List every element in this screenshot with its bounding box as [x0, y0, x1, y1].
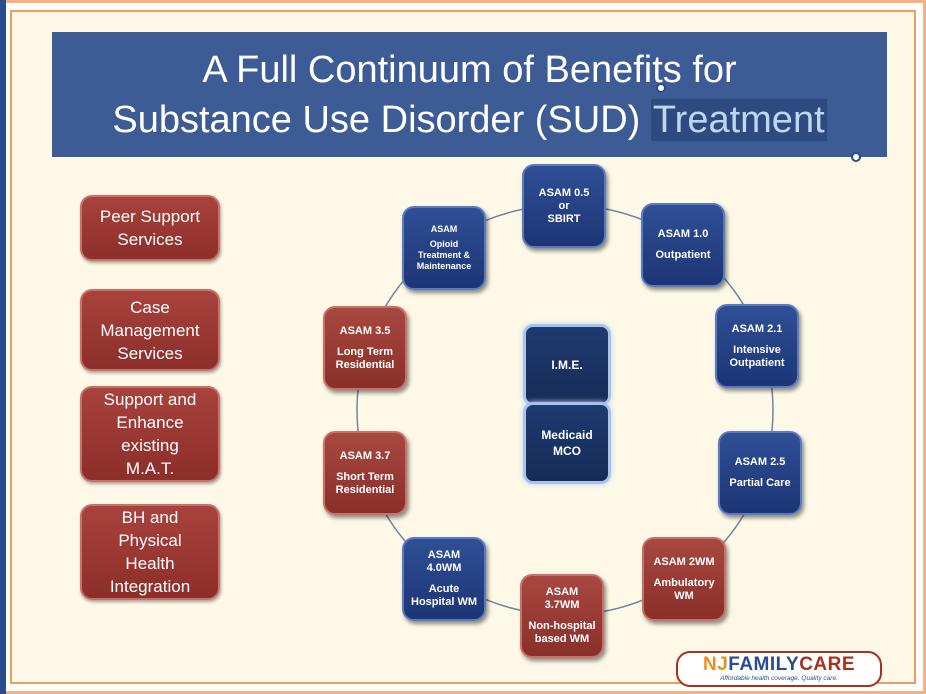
- node-bottom: Outpatient: [655, 249, 711, 261]
- node-bottom-2: Residential: [335, 483, 395, 496]
- service-line: existing: [121, 436, 179, 455]
- slide-left-edge: [0, 0, 6, 694]
- service-line: Support and: [103, 390, 197, 409]
- node-asam-2-5[interactable]: ASAM 2.5 Partial Care: [718, 431, 802, 515]
- node-asam-3-7[interactable]: ASAM 3.7 Short Term Residential: [323, 431, 407, 515]
- center-medicaid-mco[interactable]: Medicaid MCO: [523, 402, 611, 484]
- node-bottom-2: Outpatient: [729, 356, 785, 369]
- node-bottom-2: Residential: [335, 358, 395, 371]
- node-asam-2-1[interactable]: ASAM 2.1 Intensive Outpatient: [715, 304, 799, 388]
- node-top: ASAM 1.0: [657, 228, 709, 240]
- node-top: ASAM 2WM: [653, 555, 715, 568]
- node-top: ASAM 2.1: [731, 322, 783, 335]
- node-bottom: Intensive: [733, 343, 781, 356]
- node-top: ASAM 3.5: [339, 324, 391, 337]
- logo-tagline: Affordable health coverage. Quality care…: [720, 675, 838, 682]
- node-top: ASAM: [430, 224, 458, 234]
- node-bottom: Partial Care: [729, 477, 791, 489]
- title-line-2: Substance Use Disorder (SUD) Treatment: [52, 95, 887, 145]
- title-line-2-prefix: Substance Use Disorder (SUD): [112, 99, 651, 141]
- side-service-peer-support[interactable]: Peer Support Services: [80, 195, 220, 261]
- center-mco-line: Medicaid: [541, 428, 593, 442]
- selection-handle-bottom[interactable]: [851, 152, 861, 162]
- node-bottom: Acute: [428, 583, 460, 595]
- node-top: ASAM 0.5: [538, 186, 590, 199]
- node-bottom: Opioid: [429, 239, 459, 249]
- node-mid: or: [558, 199, 570, 212]
- node-asam-4-0wm[interactable]: ASAM 4.0WM Acute Hospital WM: [402, 537, 486, 621]
- center-ime-label: I.M.E.: [551, 358, 583, 372]
- node-bottom: Short Term: [336, 470, 394, 483]
- slide-title[interactable]: A Full Continuum of Benefits for Substan…: [52, 32, 887, 157]
- node-asam-2wm[interactable]: ASAM 2WM Ambulatory WM: [642, 537, 726, 621]
- logo-care: CARE: [799, 654, 856, 675]
- service-line: Management: [100, 320, 200, 340]
- node-asam-0-5[interactable]: ASAM 0.5 or SBIRT: [522, 164, 606, 248]
- node-top: ASAM: [545, 586, 579, 598]
- node-bottom-2: Hospital WM: [411, 596, 477, 608]
- side-service-mat[interactable]: Support and Enhance existing M.A.T.: [80, 386, 220, 482]
- service-line: Services: [117, 230, 183, 249]
- node-bottom-2: Treatment &: [417, 250, 470, 260]
- service-line: Physical: [118, 531, 182, 550]
- node-top-2: 3.7WM: [544, 599, 580, 611]
- logo-family: FAMILY: [728, 654, 800, 675]
- service-line: Case: [130, 297, 170, 317]
- side-service-case-management[interactable]: Case Management Services: [80, 289, 220, 371]
- side-service-bh-integration[interactable]: BH and Physical Health Integration: [80, 504, 220, 600]
- service-line: Peer Support: [99, 207, 201, 226]
- center-mco-line: MCO: [553, 444, 581, 458]
- njfamilycare-logo: NJFAMILYCARE Affordable health coverage.…: [676, 651, 882, 687]
- node-top: ASAM 3.7: [339, 449, 391, 462]
- node-bottom-2: based WM: [534, 633, 590, 645]
- node-bottom: SBIRT: [547, 212, 581, 225]
- service-line: BH and: [121, 508, 179, 527]
- service-line: Integration: [109, 577, 191, 596]
- service-line: M.A.T.: [125, 459, 175, 478]
- service-line: Enhance: [116, 413, 184, 432]
- center-ime[interactable]: I.M.E.: [523, 324, 611, 406]
- selection-handle-top[interactable]: [656, 83, 666, 93]
- node-bottom: Ambulatory: [653, 576, 715, 589]
- title-highlight[interactable]: Treatment: [650, 99, 827, 141]
- logo-nj: NJ: [702, 654, 729, 675]
- node-bottom: Non-hospital: [528, 620, 596, 632]
- node-asam-3-7wm[interactable]: ASAM 3.7WM Non-hospital based WM: [520, 574, 604, 658]
- node-bottom-3: Maintenance: [416, 261, 472, 271]
- node-top-2: 4.0WM: [426, 562, 462, 574]
- node-bottom-2: WM: [674, 589, 694, 602]
- node-top: ASAM: [427, 549, 461, 561]
- title-line-1: A Full Continuum of Benefits for: [202, 49, 737, 91]
- node-asam-3-5[interactable]: ASAM 3.5 Long Term Residential: [323, 306, 407, 390]
- node-top: ASAM 2.5: [734, 456, 786, 468]
- node-asam-opioid-treatment[interactable]: ASAM Opioid Treatment & Maintenance: [402, 206, 486, 290]
- node-bottom: Long Term: [336, 345, 393, 358]
- service-line: Health: [125, 554, 175, 573]
- service-line: Services: [117, 343, 183, 363]
- node-asam-1-0[interactable]: ASAM 1.0 Outpatient: [641, 203, 725, 287]
